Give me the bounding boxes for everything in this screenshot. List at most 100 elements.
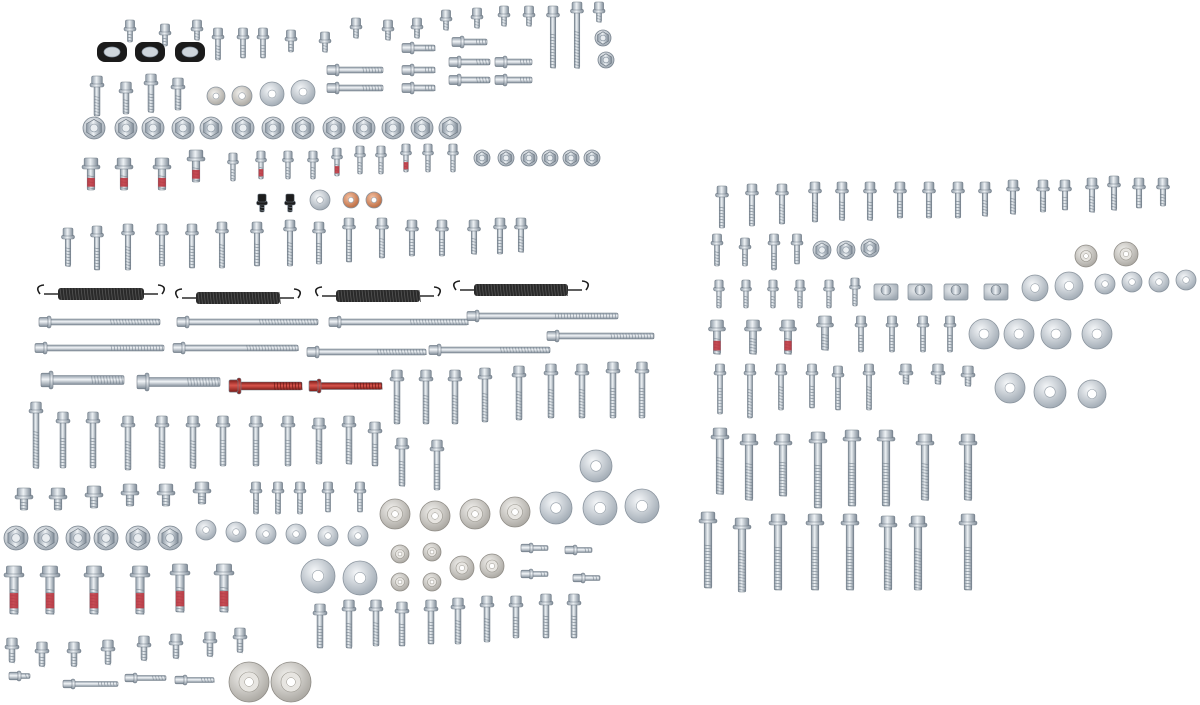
long-bolt bbox=[466, 309, 619, 323]
bolt bbox=[743, 363, 757, 419]
small-nut bbox=[860, 238, 880, 258]
bolt bbox=[493, 217, 507, 255]
red-anodized-bolt bbox=[228, 377, 303, 395]
flange-nut bbox=[82, 116, 106, 140]
bolt bbox=[293, 481, 307, 515]
small-bolt bbox=[349, 17, 363, 39]
flange-nut bbox=[352, 116, 376, 140]
flange-screw bbox=[136, 635, 152, 662]
shoulder-bolt bbox=[744, 319, 762, 355]
flange-nut bbox=[125, 525, 151, 551]
red-anodized-bolt bbox=[308, 378, 383, 394]
bolt bbox=[389, 369, 405, 425]
aluminum-spacer bbox=[379, 498, 411, 530]
long-bolt bbox=[38, 315, 161, 329]
bolt bbox=[1036, 179, 1050, 213]
flat-washer bbox=[1121, 271, 1143, 293]
flat-washer bbox=[1175, 269, 1197, 291]
flange-nut bbox=[33, 525, 59, 551]
bolt bbox=[90, 225, 104, 271]
short-bolt bbox=[401, 63, 436, 77]
bolt bbox=[375, 217, 389, 259]
clip-nut bbox=[873, 283, 899, 301]
flange-screw bbox=[84, 485, 104, 509]
bolt bbox=[922, 181, 936, 219]
threadlocked-bolt bbox=[169, 563, 191, 613]
black-screw bbox=[284, 193, 296, 213]
flange-nut bbox=[410, 116, 434, 140]
bolt bbox=[893, 181, 907, 219]
long-bolt bbox=[306, 345, 427, 359]
bolt bbox=[1085, 177, 1099, 213]
bolt bbox=[143, 73, 159, 114]
bolt bbox=[311, 417, 327, 465]
aluminum-spacer bbox=[419, 500, 451, 532]
bolt bbox=[85, 411, 101, 469]
bolt bbox=[842, 429, 862, 507]
threadlocked-bolt bbox=[83, 565, 105, 615]
aluminum-spacer bbox=[270, 661, 312, 703]
small-bolt bbox=[794, 279, 806, 309]
bolt bbox=[538, 593, 554, 639]
bolt bbox=[732, 517, 752, 593]
bolt bbox=[773, 433, 793, 497]
aluminum-spacer bbox=[390, 572, 410, 592]
small-bolt bbox=[190, 19, 204, 41]
heavy-bolt bbox=[136, 372, 221, 392]
bolt bbox=[805, 363, 819, 409]
flat-washer bbox=[255, 523, 277, 545]
flat-washer bbox=[317, 525, 339, 547]
small-nut bbox=[836, 240, 856, 260]
flange-screw bbox=[4, 637, 20, 664]
short-bolt bbox=[401, 81, 436, 95]
flat-washer bbox=[539, 491, 573, 525]
flange-nut bbox=[65, 525, 91, 551]
flange-nut bbox=[114, 116, 138, 140]
small-bolt bbox=[767, 279, 779, 309]
rubber-grommet bbox=[135, 42, 165, 62]
bolt bbox=[835, 181, 849, 222]
bolt bbox=[450, 597, 466, 645]
short-bolt bbox=[520, 568, 549, 580]
short-bolt bbox=[564, 544, 593, 556]
short-bolt bbox=[494, 55, 533, 69]
bolt bbox=[250, 221, 264, 267]
bolt bbox=[249, 481, 263, 515]
threadlocked-bolt bbox=[129, 565, 151, 615]
tension-spring bbox=[174, 288, 302, 305]
small-nut bbox=[473, 149, 491, 167]
tension-spring bbox=[36, 284, 166, 301]
flat-washer bbox=[225, 521, 247, 543]
bolt bbox=[1107, 175, 1121, 211]
bolt bbox=[710, 427, 730, 495]
small-nut bbox=[812, 240, 832, 260]
bolt bbox=[1132, 177, 1146, 209]
aluminum-spacer bbox=[449, 555, 475, 581]
bolt bbox=[745, 183, 759, 227]
small-bolt bbox=[123, 19, 137, 43]
aluminum-washer bbox=[206, 86, 226, 106]
shoulder-bolt bbox=[708, 319, 726, 355]
right-kit-group bbox=[698, 175, 1197, 593]
small-bolt bbox=[740, 279, 752, 309]
bolt bbox=[508, 595, 524, 639]
bolt bbox=[479, 595, 495, 643]
aluminum-spacer bbox=[390, 544, 410, 564]
bolt bbox=[862, 363, 876, 411]
bolt bbox=[271, 481, 285, 515]
long-bolt bbox=[328, 315, 469, 329]
small-bolt bbox=[849, 277, 861, 307]
bolt bbox=[1058, 179, 1072, 211]
bolt bbox=[951, 181, 965, 219]
small-bolt bbox=[497, 5, 511, 27]
bolt bbox=[367, 421, 383, 467]
bolt bbox=[767, 233, 781, 271]
bolt bbox=[55, 411, 71, 469]
aluminum-spacer bbox=[499, 496, 531, 528]
small-bolt bbox=[307, 150, 319, 180]
bolt bbox=[394, 601, 410, 647]
flat-washer bbox=[1054, 271, 1084, 301]
flat-washer bbox=[342, 560, 378, 596]
rubber-grommet bbox=[97, 42, 127, 62]
long-bolt bbox=[172, 341, 299, 355]
